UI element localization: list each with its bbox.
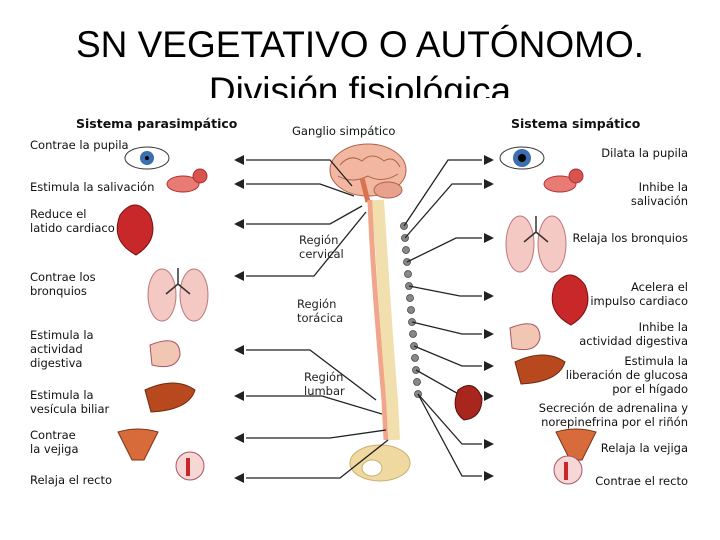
heart-right-icon	[551, 274, 589, 326]
para-effect-pupil: Contrae la pupila	[30, 138, 129, 152]
symp-effect-digestive: Inhibe la actividad digestiva	[579, 320, 688, 348]
para-effect-heart: Reduce el latido cardiaco	[30, 207, 115, 235]
para-effect-bladder: Contrae la vejiga	[30, 428, 79, 456]
stomach-left-icon	[149, 340, 181, 368]
lungs-right-icon	[505, 215, 567, 273]
symp-effect-rectum: Contrae el recto	[595, 474, 688, 488]
region-lumbar: Región lumbar	[304, 370, 345, 398]
title-line-2: División fisiológica	[208, 70, 512, 98]
para-effect-salivation: Estimula la salivación	[30, 180, 155, 194]
rectum-left-icon	[175, 451, 205, 481]
ganglion-label: Ganglio simpático	[292, 124, 396, 138]
salivary-gland-left-icon	[166, 168, 208, 193]
liver-right-icon	[514, 354, 566, 385]
region-cervical: Región cervical	[299, 233, 344, 261]
bladder-right-icon	[555, 428, 597, 461]
eye-left-icon	[124, 146, 170, 170]
region-thoracic: Región torácica	[297, 297, 344, 325]
kidney-right-icon	[454, 385, 483, 421]
symp-effect-heart: Acelera el impulso cardiaco	[590, 280, 688, 308]
symp-effect-kidney: Secreción de adrenalina y norepinefrina …	[538, 401, 688, 429]
para-effect-digestive: Estimula la actividad digestiva	[30, 328, 94, 370]
para-effect-bronchi: Contrae los bronquios	[30, 270, 96, 298]
rectum-right-icon	[553, 455, 583, 485]
spinal-column	[349, 199, 411, 482]
sympathetic-header: Sistema simpático	[511, 116, 641, 131]
para-effect-rectum: Relaja el recto	[30, 473, 113, 487]
heart-left-icon	[116, 204, 154, 256]
para-effect-gallbladder: Estimula la vesícula biliar	[30, 388, 110, 416]
nerve-arrowheads	[234, 155, 494, 483]
symp-effect-bronchi: Relaja los bronquios	[572, 231, 688, 245]
title-line-1: SN VEGETATIVO O AUTÓNOMO.	[75, 24, 645, 65]
sympathetic-nerves	[403, 159, 482, 477]
symp-effect-bladder: Relaja la vejiga	[600, 441, 688, 455]
parasympathetic-header: Sistema parasimpático	[76, 116, 238, 131]
bladder-left-icon	[117, 428, 159, 461]
symp-effect-pupil: Dilata la pupila	[601, 146, 688, 160]
symp-effect-liver: Estimula la liberación de glucosa por el…	[565, 354, 688, 396]
lungs-left-icon	[147, 268, 209, 322]
symp-effect-salivation: Inhibe la salivación	[630, 180, 688, 208]
parasympathetic-nerves	[246, 159, 389, 479]
stomach-right-icon	[509, 323, 541, 351]
salivary-gland-right-icon	[543, 168, 584, 193]
liver-left-icon	[144, 382, 196, 413]
slide-title: SN VEGETATIVO O AUTÓNOMO. División fisio…	[0, 22, 720, 98]
eye-right-icon	[499, 146, 545, 170]
